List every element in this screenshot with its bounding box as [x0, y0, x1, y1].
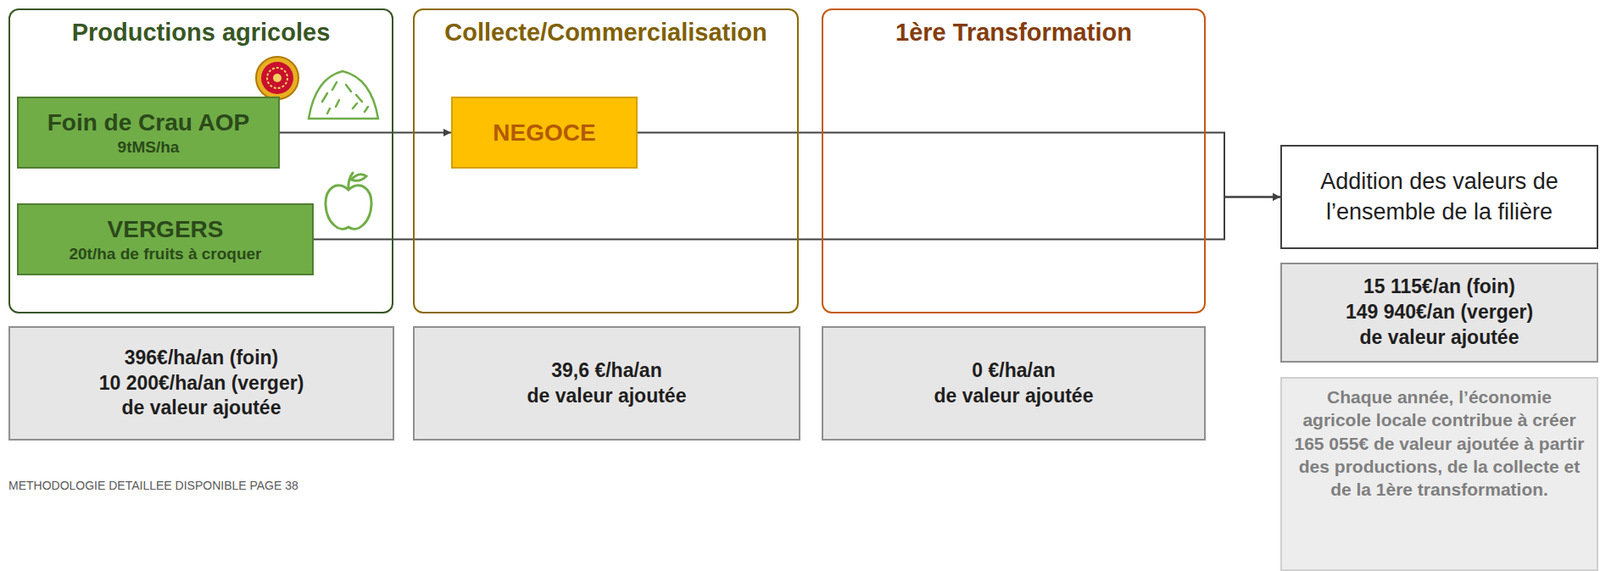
box-subtext: de valeur ajoutée [934, 384, 1094, 410]
hay-icon [308, 71, 379, 119]
stage-panel: 1ère Transformation [821, 8, 1206, 314]
value-box: 396€/ha/an (foin)10 200€/ha/an (verger)d… [8, 326, 395, 441]
box-text: Chaque année, l’économie agricole locale… [1293, 385, 1585, 502]
box-subtext: 149 940€/an (verger) [1345, 300, 1534, 326]
box-subtext: de valeur ajoutée [122, 395, 282, 422]
stage-panel: Collecte/CommercialisationNEGOCE [412, 8, 799, 314]
summary-note: Chaque année, l’économie agricole locale… [1280, 377, 1599, 571]
total-value-box: 15 115€/an (foin)149 940€/an (verger)de … [1280, 262, 1599, 363]
value-box: 39,6 €/ha/ande valeur ajoutée [412, 326, 801, 441]
box-subtext: 20t/ha de fruits à croquer [68, 245, 262, 264]
box-text: 0 €/ha/an [971, 358, 1055, 385]
stage-panel: Productions agricolesFoin de Crau AOP9tM… [8, 8, 394, 314]
aop-seal [256, 56, 299, 100]
flow-arrow [313, 197, 1281, 240]
box-text: Foin de Crau AOP [47, 109, 251, 137]
actor-box: NEGOCE [451, 96, 638, 169]
box-text: Collecte/Commercialisation [444, 18, 767, 47]
box-text: Productions agricoles [72, 18, 331, 47]
box-text: Addition des valeurs de l’ensemble de la… [1292, 167, 1587, 227]
value-box: 0 €/ha/ande valeur ajoutée [821, 326, 1206, 441]
flow-arrow [279, 132, 452, 134]
apple-icon [325, 172, 372, 229]
product-box: Foin de Crau AOP9tMS/ha [16, 96, 280, 169]
product-box: VERGERS20t/ha de fruits à croquer [16, 203, 314, 276]
box-text: NEGOCE [492, 119, 596, 147]
box-text: 1ère Transformation [895, 18, 1132, 47]
box-text: 15 115€/an (foin) [1363, 274, 1516, 301]
box-text: 39,6 €/ha/an [551, 358, 662, 385]
box-text: 396€/ha/an (foin) [124, 345, 279, 372]
box-text: VERGERS [107, 216, 224, 244]
box-subtext: de valeur ajoutée [527, 384, 687, 410]
box-subtext: 9tMS/ha [117, 138, 180, 157]
flow-arrow [637, 133, 1281, 198]
total-box: Addition des valeurs de l’ensemble de la… [1280, 144, 1599, 250]
box-subtext: 10 200€/ha/an (verger) [99, 371, 305, 397]
footnote: METHODOLOGIE DETAILLEE DISPONIBLE PAGE 3… [8, 479, 299, 493]
box-subtext: de valeur ajoutée [1360, 325, 1520, 352]
